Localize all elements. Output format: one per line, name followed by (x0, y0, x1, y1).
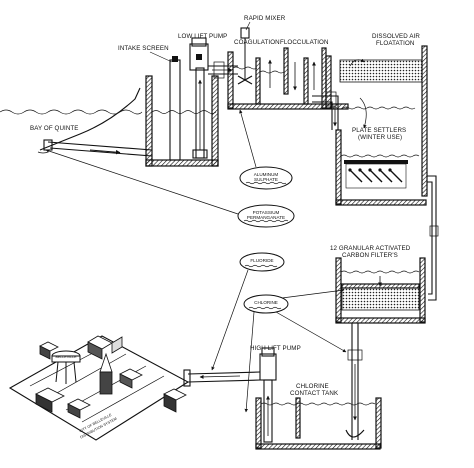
chemical-potassium-permanganate: POTASSIUM PERMANGANATE (45, 149, 295, 228)
dissolved-air-floatation-tank (325, 45, 428, 197)
low-lift-pump-label: LOW LIFT PUMP (178, 33, 227, 40)
intake-pipe (43, 139, 153, 157)
water-tower-label: BELLEVILLE (56, 355, 78, 359)
carbon-filter-tank (335, 257, 426, 324)
chemical-aluminum-sulphate: ALUMINUM SULPHATE (239, 109, 293, 190)
aluminum-label-line1: ALUMINUM (254, 172, 279, 177)
gac-label-line1: 12 GRANULAR ACTIVATED (330, 245, 411, 252)
bay-of-quinte-label: BAY OF QUINTE (30, 125, 79, 132)
pipe-to-carbon-filters (427, 175, 439, 301)
pipe-to-chlorine-tank (345, 323, 365, 440)
distribution-pipe (183, 369, 261, 387)
rapid-mixer-label: RAPID MIXER (244, 15, 286, 22)
chlorine-contact-label-line2: CONTACT TANK (290, 390, 339, 397)
dissolved-air-label-line2: FLOATATION (376, 40, 414, 47)
chemical-chlorine: CHLORINE (243, 288, 347, 413)
intake-well (145, 56, 219, 167)
coagulation-label: COAGULATION (234, 39, 280, 46)
chemical-fluoride: FLUORIDE (211, 252, 285, 371)
dissolved-air-label-line1: DISSOLVED AIR (372, 33, 420, 40)
potassium-label-line1: POTASSIUM (253, 210, 280, 215)
low-lift-pump (189, 37, 209, 71)
plate-settlers-tank (335, 129, 427, 206)
high-lift-pump-label: HIGH LIFT PUMP (250, 345, 301, 352)
fluoride-label: FLUORIDE (250, 258, 273, 263)
aluminum-label-line2: SULPHATE (254, 177, 278, 182)
bay-shore (37, 87, 141, 154)
high-lift-pump (259, 347, 277, 381)
gac-label-line2: CARBON FILTER'S (342, 252, 398, 259)
pipe-to-plate-settlers (312, 91, 367, 130)
chlorine-contact-label-line1: CHLORINE (296, 383, 329, 390)
city-distribution-area: BELLEVILLE CITY OF BELLEVILLE DISTRIBUTI… (8, 335, 190, 441)
city-water-tower: BELLEVILLE (51, 350, 81, 384)
flocculation-label: FLOCCULATION (280, 39, 329, 46)
intake-screen-label: INTAKE SCREEN (118, 45, 169, 52)
chlorine-chem-label: CHLORINE (254, 300, 278, 305)
city-buildings (35, 335, 187, 419)
plate-settlers-label-line2: (WINTER USE) (358, 134, 402, 141)
plate-settlers-label-line1: PLATE SETTLERS (352, 127, 406, 134)
chlorine-contact-tank (255, 379, 382, 450)
potassium-label-line2: PERMANGANATE (247, 215, 285, 220)
